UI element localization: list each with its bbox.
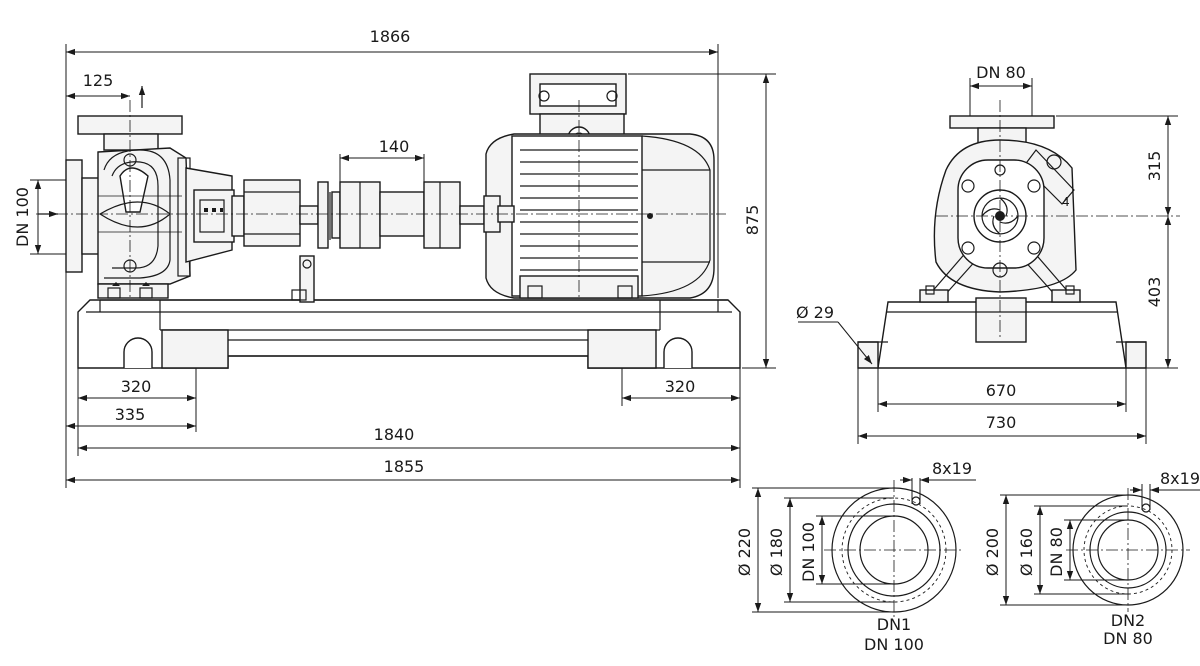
flange-dn1-bore: DN 100 [799, 522, 818, 582]
flange-dn1-bolts: 8x19 [932, 459, 972, 478]
dim-inlet-offset: 125 [83, 71, 114, 90]
cooling-fins [520, 149, 638, 271]
dim-hole-diameter: Ø 29 [796, 303, 834, 322]
flange-dn2-subtitle: DN 80 [1103, 629, 1153, 648]
flange-dn2-bore: DN 80 [1047, 527, 1066, 577]
dim-width-inner: 670 [986, 381, 1017, 400]
flange-dn2-view [1000, 484, 1200, 612]
dim-total-height: 875 [743, 205, 762, 236]
flange-dn1-title: DN1 [877, 615, 911, 634]
bearing-bracket [185, 167, 331, 303]
flange-dn2-bolt-circle: Ø 160 [1017, 528, 1036, 576]
end-view-dimensions [798, 78, 1178, 444]
flange-dn2-outer-diameter: Ø 200 [983, 528, 1002, 576]
side-view: 1866 125 140 DN 100 875 320 335 320 1840… [13, 27, 776, 488]
dim-overall-length: 1866 [370, 27, 411, 46]
flange-dn1-view [752, 476, 976, 620]
dim-coupling-length: 140 [379, 137, 410, 156]
flange-dn1-outer-diameter: Ø 220 [735, 528, 754, 576]
flange-dn2-title: DN2 [1111, 611, 1145, 630]
dim-outlet-dn: DN 80 [976, 63, 1026, 82]
coupling [331, 181, 485, 249]
svg-text:4: 4 [1062, 195, 1070, 209]
dim-inlet-dn: DN 100 [13, 187, 32, 247]
dim-base-length-2: 1855 [384, 457, 425, 476]
dim-upper-height: 315 [1145, 151, 1164, 182]
dim-foot-left-2: 335 [115, 405, 146, 424]
dim-foot-right: 320 [665, 377, 696, 396]
side-view-dimensions [30, 44, 776, 488]
flange-dn1-bolt-circle: Ø 180 [767, 528, 786, 576]
dim-width-outer: 730 [986, 413, 1017, 432]
end-view: 4 DN 80 315 403 [796, 63, 1180, 444]
flange-dn2-bolts: 8x19 [1160, 469, 1200, 488]
dim-foot-left-1: 320 [121, 377, 152, 396]
pump-casing [65, 115, 191, 299]
base-frame [77, 299, 741, 369]
flange-dn1-subtitle: DN 100 [864, 635, 924, 654]
dim-base-length-1: 1840 [374, 425, 415, 444]
motor [483, 73, 715, 299]
dim-lower-height: 403 [1145, 277, 1164, 308]
